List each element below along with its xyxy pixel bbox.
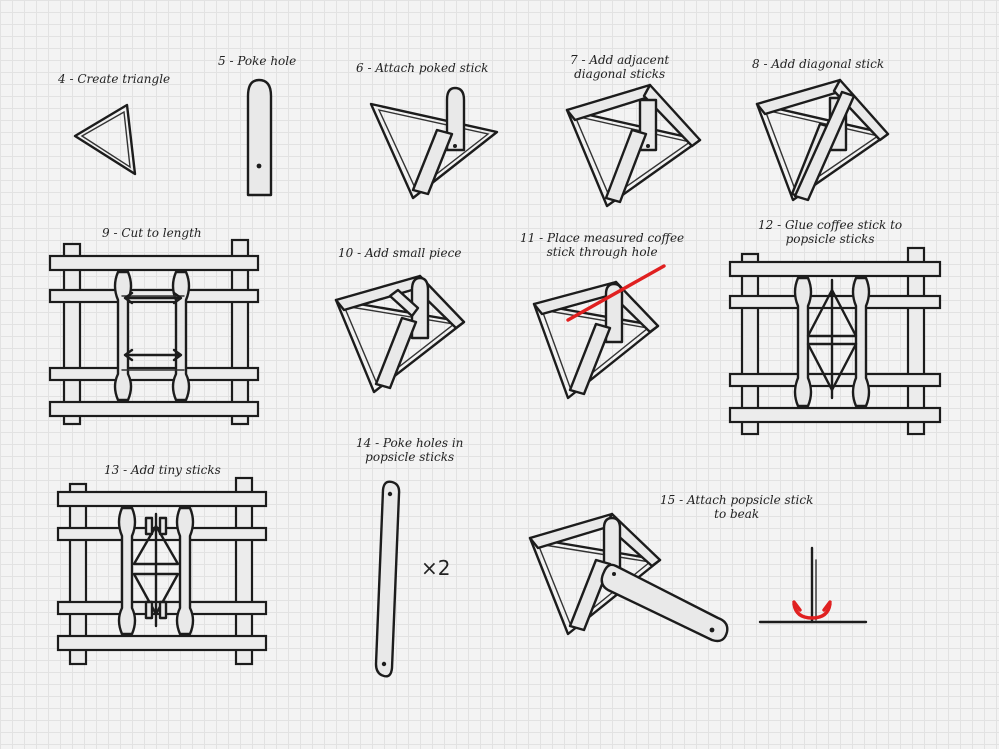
triangle-small-piece-10 [334,274,466,394]
poked-stick-sketch [246,78,273,197]
popsicle-stick-holes-14 [374,480,401,678]
step-13-label: 13 - Add tiny sticks [104,463,221,477]
step-5-label: 5 - Poke hole [218,54,297,68]
triangle-diagonal-stick-8 [755,78,890,202]
triangle-coffee-stick-11 [532,264,666,400]
frame-tiny-sticks-13 [56,476,268,666]
step-4-label: 4 - Create triangle [58,72,171,86]
frame-cut-to-length-9 [48,238,260,426]
step-8-label: 8 - Add diagonal stick [752,57,885,71]
step-9-label: 9 - Cut to length [102,226,202,240]
times-two-label: ×2 [421,556,451,580]
triangle-sketch [73,103,137,176]
triangle-popsicle-beak-15 [528,512,729,643]
side-view-beak-15 [758,546,868,624]
triangle-adjacent-sticks-7 [565,83,702,208]
frame-glued-coffee-stick-12 [728,246,942,436]
step-10-label: 10 - Add small piece [338,246,462,260]
step-6-label: 6 - Attach poked stick [356,61,489,75]
triangle-with-stick-6 [369,86,499,200]
